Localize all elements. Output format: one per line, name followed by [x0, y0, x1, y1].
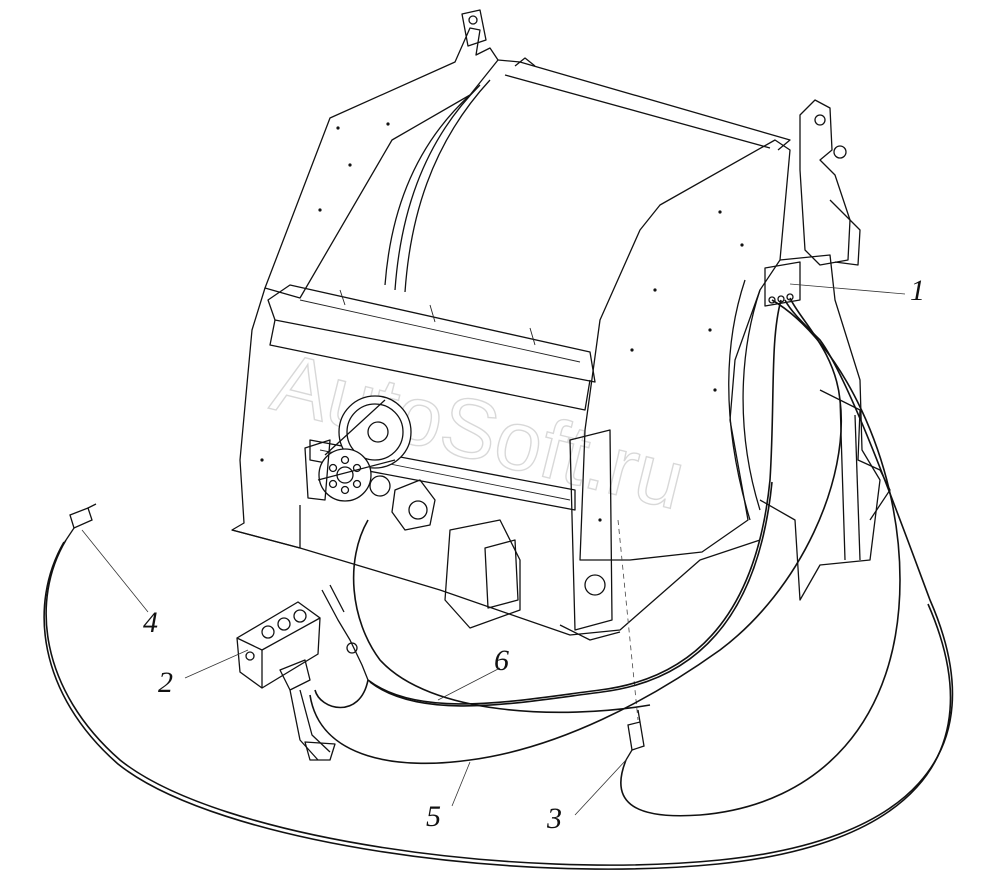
cables — [43, 297, 954, 870]
callout-1: 1 — [910, 274, 925, 307]
alignment-line — [617, 519, 639, 721]
callout-5: 5 — [426, 800, 441, 833]
callout-2: 2 — [158, 666, 173, 699]
belt-drive — [304, 395, 436, 531]
baler-frame — [231, 9, 891, 641]
callout-3: 3 — [546, 802, 562, 835]
sensor-4 — [65, 503, 97, 541]
watermark-text: AutoSoft.ru — [264, 334, 695, 527]
sensor-block — [764, 261, 801, 307]
control-box — [236, 584, 369, 761]
callout-4: 4 — [143, 606, 158, 639]
callout-6: 6 — [494, 644, 509, 677]
sensor-3 — [625, 709, 645, 761]
leaders — [81, 283, 906, 816]
